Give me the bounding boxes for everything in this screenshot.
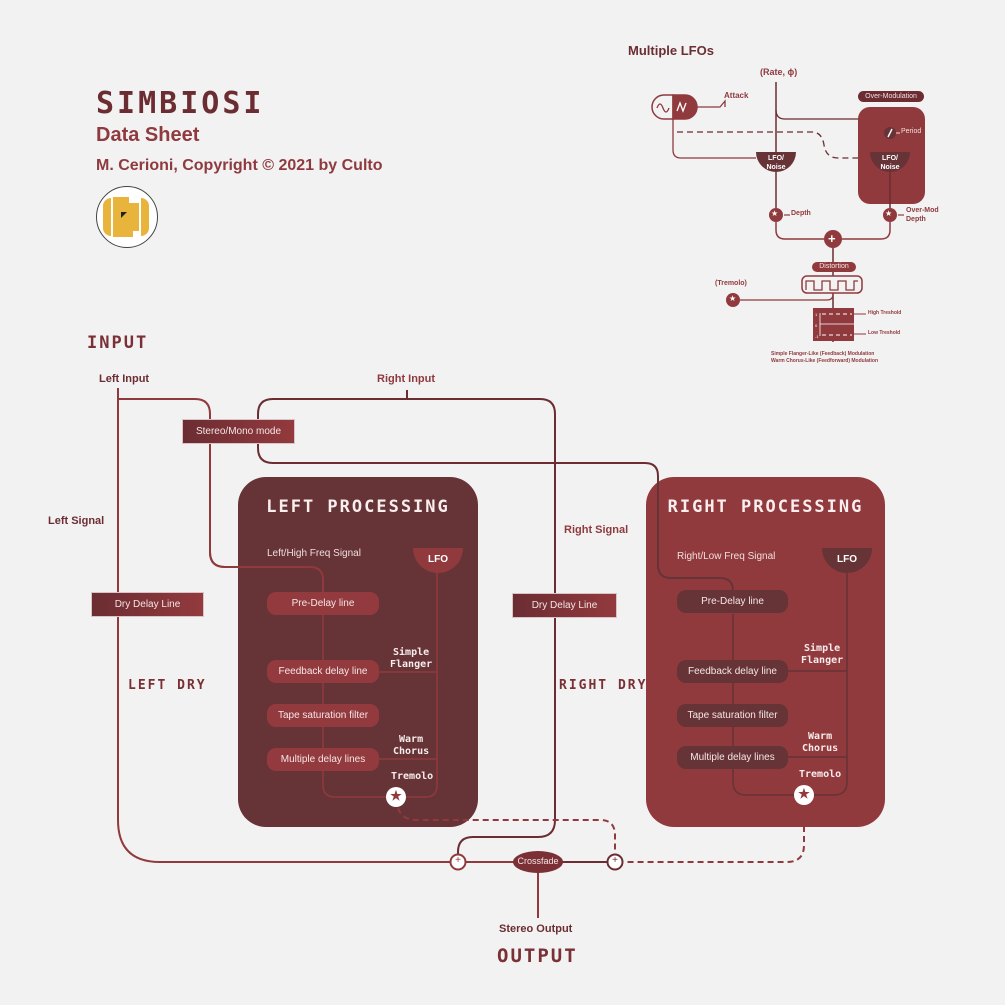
lfo-section-title: Multiple LFOs bbox=[628, 43, 714, 58]
lfo-noise-2 bbox=[870, 152, 910, 172]
right-signal-path-label: Right/Low Freq Signal bbox=[677, 551, 776, 562]
depth-multiplier-icon bbox=[769, 208, 783, 222]
period-label: Period bbox=[901, 128, 922, 135]
left-feedback-delay-line[interactable]: Feedback delay line bbox=[267, 660, 379, 683]
left-tremolo-label: Tremolo bbox=[391, 771, 434, 782]
tremolo-mod-label: (Tremolo) bbox=[715, 280, 747, 287]
left-signal-label: Left Signal bbox=[48, 515, 105, 527]
oscillator-selector[interactable] bbox=[651, 94, 698, 120]
tremolo-multiplier-icon bbox=[726, 293, 740, 307]
crossfade-label[interactable]: Crossfade bbox=[517, 856, 559, 866]
over-mod-depth-multiplier-icon bbox=[883, 208, 897, 222]
attack-envelope-icon bbox=[697, 99, 726, 108]
right-lfo-shape bbox=[822, 548, 872, 573]
right-sum-plus: + bbox=[612, 855, 618, 866]
left-processing-title: LEFT PROCESSING bbox=[266, 497, 450, 517]
right-dry-label: RIGHT DRY bbox=[559, 678, 648, 693]
right-tremolo-star-icon[interactable]: ★ bbox=[798, 786, 810, 801]
left-lfo[interactable]: LFO bbox=[428, 554, 448, 565]
left-multiple-delay-lines[interactable]: Multiple delay lines bbox=[267, 748, 379, 771]
left-tape-saturation-filter[interactable]: Tape saturation filter bbox=[267, 704, 379, 727]
sawtooth-wave-icon bbox=[676, 101, 687, 113]
crossfade-node bbox=[513, 851, 563, 873]
sum-plus: + bbox=[828, 231, 836, 246]
left-lfo-shape bbox=[413, 548, 463, 573]
sum-icon bbox=[824, 230, 842, 248]
rate-label: (Rate, ϕ) bbox=[760, 67, 798, 77]
right-tremolo-label: Tremolo bbox=[799, 769, 842, 780]
right-input-label: Right Input bbox=[377, 373, 436, 385]
right-sum-icon bbox=[606, 853, 624, 871]
low-threshold-label: Low Treshold bbox=[868, 330, 901, 336]
lfo-noise-2-label: LFO/Noise bbox=[880, 155, 900, 171]
left-sum-icon bbox=[449, 853, 467, 871]
left-pre-delay-line[interactable]: Pre-Delay line bbox=[267, 592, 379, 615]
right-lfo[interactable]: LFO bbox=[837, 554, 857, 565]
attack-label: Attack bbox=[724, 91, 749, 100]
stereo-mono-mode-button[interactable]: Stereo/Mono mode bbox=[182, 419, 295, 444]
right-processing-title: RIGHT PROCESSING bbox=[667, 497, 864, 517]
input-heading: INPUT bbox=[87, 333, 149, 353]
app-title: SIMBIOSI bbox=[96, 86, 265, 121]
right-pre-delay-line[interactable]: Pre-Delay line bbox=[677, 590, 788, 613]
culto-logo-icon bbox=[96, 186, 158, 248]
stereo-output-label: Stereo Output bbox=[499, 923, 573, 935]
output-heading: OUTPUT bbox=[497, 945, 578, 967]
right-dry-delay-line[interactable]: Dry Delay Line bbox=[512, 593, 617, 618]
over-modulation-label: Over-Modulation bbox=[858, 91, 924, 102]
sine-wave-icon bbox=[656, 103, 670, 113]
right-tremolo-icon bbox=[794, 785, 814, 805]
modulation-notes: Simple Flanger-Like (Feedback) Modulatio… bbox=[771, 351, 879, 364]
depth-star: ★ bbox=[771, 209, 779, 218]
over-mod-star: ★ bbox=[885, 209, 893, 218]
distortion-box bbox=[801, 275, 863, 294]
left-dry-delay-line[interactable]: Dry Delay Line bbox=[91, 592, 204, 617]
left-signal-path-label: Left/High Freq Signal bbox=[267, 548, 361, 559]
depth-label: Depth bbox=[791, 210, 811, 217]
lfo-noise-1-label: LFO/Noise bbox=[766, 155, 786, 171]
left-input-label: Left Input bbox=[99, 373, 150, 385]
distortion-label: Distortion bbox=[819, 263, 849, 270]
right-feedback-delay-line[interactable]: Feedback delay line bbox=[677, 660, 788, 683]
left-dry-label: LEFT DRY bbox=[128, 678, 207, 693]
right-multiple-delay-lines[interactable]: Multiple delay lines bbox=[677, 746, 788, 769]
credit-line: M. Cerioni, Copyright © 2021 by Culto bbox=[96, 157, 383, 174]
left-tremolo-star-icon[interactable]: ★ bbox=[390, 788, 402, 803]
square-wave-icon bbox=[805, 280, 858, 291]
right-signal-label: Right Signal bbox=[564, 524, 629, 536]
tremolo-mod-star: ★ bbox=[729, 294, 737, 303]
right-tape-saturation-filter[interactable]: Tape saturation filter bbox=[677, 704, 788, 727]
left-sum-plus: + bbox=[455, 855, 461, 866]
page-subtitle: Data Sheet bbox=[96, 124, 200, 146]
high-threshold-label: High Treshold bbox=[868, 310, 902, 316]
distortion-pill bbox=[812, 262, 856, 272]
left-tremolo-icon bbox=[386, 787, 406, 807]
lfo-noise-1 bbox=[756, 152, 796, 172]
